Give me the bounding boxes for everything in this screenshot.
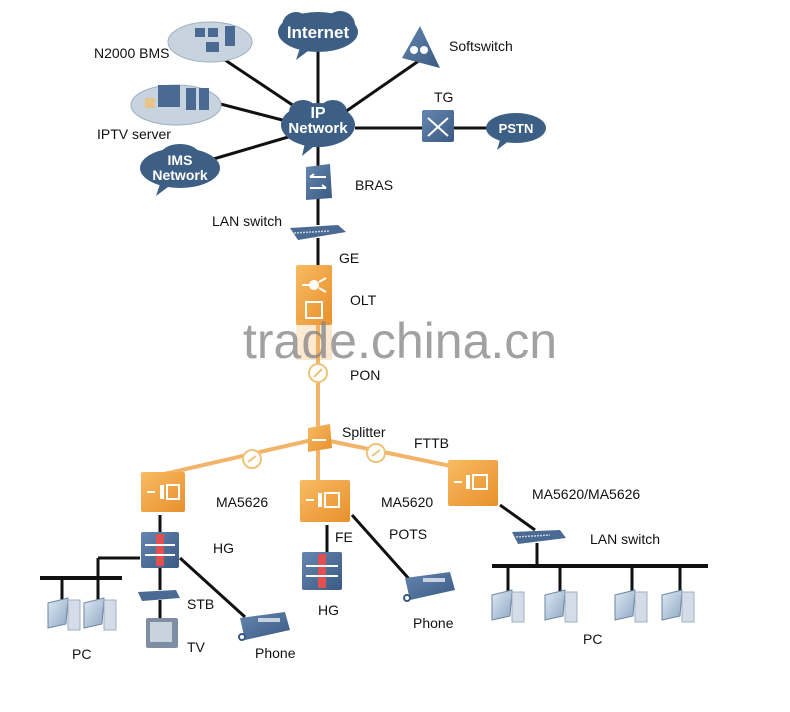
lan-switch-top-icon — [290, 225, 346, 240]
label-lan-switch-right: LAN switch — [590, 531, 661, 547]
label-softswitch: Softswitch — [449, 38, 513, 54]
stb-icon — [138, 590, 180, 601]
splitter-icon — [308, 424, 332, 452]
ims-label-2: Network — [152, 167, 207, 183]
connector-left-icon — [242, 449, 262, 469]
links-core — [204, 50, 490, 268]
fiber-splitter-fttb — [324, 438, 471, 472]
link-hg-phone — [178, 556, 247, 619]
cloud-internet — [278, 11, 358, 60]
label-pc-left: PC — [72, 646, 92, 662]
hg-left-icon — [141, 532, 179, 568]
pon-connector-icon — [308, 363, 328, 383]
label-phone-left: Phone — [255, 645, 296, 661]
label-olt: OLT — [350, 292, 377, 308]
link-ims-ip — [209, 133, 296, 162]
fiber-splitter-ma5626 — [159, 438, 313, 477]
label-pots: POTS — [389, 526, 428, 542]
link-ma5620-lanswitch — [499, 503, 536, 532]
pc-left-1-icon — [47, 597, 81, 631]
label-n2000-bms: N2000 BMS — [94, 45, 170, 61]
tv-icon — [146, 618, 178, 648]
pc-right-3-icon — [614, 589, 648, 623]
label-ma5620: MA5620 — [381, 494, 434, 510]
pc-right-2-icon — [544, 589, 578, 623]
cloud-pstn — [486, 113, 546, 150]
internet-label: Internet — [287, 23, 350, 42]
ma5626-icon — [141, 472, 185, 512]
label-phone-mid: Phone — [413, 615, 454, 631]
link-softswitch-ip — [344, 58, 421, 114]
softswitch-icon — [402, 26, 440, 68]
lan-switch-right-icon — [512, 530, 566, 544]
iptv-server-icon — [130, 84, 222, 126]
label-pc-right: PC — [583, 631, 603, 647]
olt-icon — [296, 265, 332, 360]
cloud-ims-network — [140, 144, 220, 196]
label-hg-left: HG — [213, 540, 234, 556]
label-ge: GE — [339, 250, 360, 266]
tg-icon — [422, 110, 454, 142]
label-ma5626: MA5626 — [216, 494, 269, 510]
label-iptv-server: IPTV server — [97, 126, 171, 142]
ip-network-label-1: IP — [310, 105, 325, 122]
ims-label-1: IMS — [168, 152, 193, 168]
pstn-label: PSTN — [499, 121, 534, 136]
link-pots-phone — [350, 514, 412, 581]
label-hg-mid: HG — [318, 602, 339, 618]
pc-right-4-icon — [661, 589, 695, 623]
label-lan-switch-top: LAN switch — [212, 213, 283, 229]
ma5620-ma5626-icon — [448, 460, 498, 506]
label-stb: STB — [187, 596, 215, 612]
phone-left-icon — [238, 612, 290, 641]
ip-network-label-2: Network — [288, 120, 348, 137]
label-ma5620-ma5626: MA5620/MA5626 — [532, 486, 641, 502]
phone-mid-icon — [403, 572, 455, 602]
hg-mid-icon — [302, 552, 342, 590]
bras-icon — [306, 164, 332, 200]
pc-right-1-icon — [491, 589, 525, 623]
cloud-ip-network — [281, 100, 355, 156]
label-splitter: Splitter — [342, 424, 386, 440]
label-pon: PON — [350, 367, 381, 383]
links-access — [40, 503, 708, 620]
label-tv: TV — [187, 639, 205, 655]
link-n2000-ip — [224, 58, 301, 112]
label-tg: TG — [434, 89, 454, 105]
pc-left-2-icon — [83, 597, 117, 631]
connector-right-icon — [366, 443, 386, 463]
label-fe: FE — [335, 529, 353, 545]
n2000-bms-icon — [167, 21, 253, 63]
label-bras: BRAS — [355, 177, 394, 193]
ma5620-icon — [300, 480, 350, 522]
label-fttb: FTTB — [414, 435, 449, 451]
watermark: trade.china.cn — [243, 313, 558, 369]
